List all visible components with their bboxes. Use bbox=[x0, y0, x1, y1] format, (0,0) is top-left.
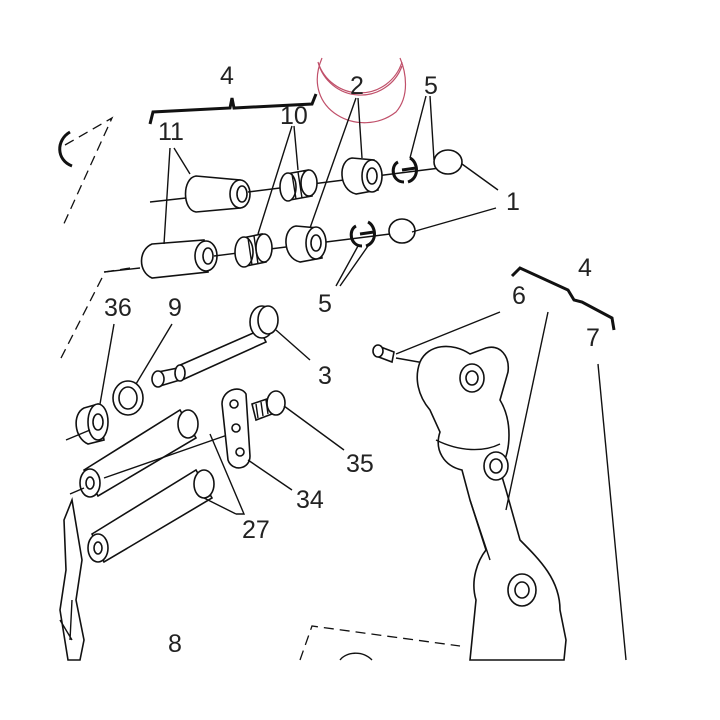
clip-5-upper bbox=[391, 156, 418, 184]
label-part-5-bottom: 5 bbox=[318, 290, 332, 318]
clip-5-lower bbox=[349, 220, 376, 248]
label-part-3: 3 bbox=[318, 362, 332, 390]
leader-36 bbox=[99, 323, 115, 405]
label-part-27: 27 bbox=[242, 516, 270, 544]
cup-2-lower bbox=[285, 225, 327, 263]
axis-line-27-upper bbox=[69, 487, 85, 495]
leader-2 bbox=[309, 97, 363, 229]
frame-dash-line-1 bbox=[61, 116, 114, 229]
bushing-11-lower bbox=[140, 239, 218, 279]
leader-4-right bbox=[505, 311, 549, 511]
label-part-35: 35 bbox=[346, 450, 374, 478]
frame-8 bbox=[59, 497, 85, 661]
pin-6 bbox=[372, 344, 395, 364]
leader-11 bbox=[163, 147, 191, 245]
frame-8-edge bbox=[59, 599, 73, 641]
bracket-7 bbox=[416, 345, 567, 661]
label-part-5-top: 5 bbox=[424, 72, 438, 100]
bottom-part-edge bbox=[339, 652, 373, 661]
leader-27 bbox=[203, 433, 246, 515]
cap-1-lower bbox=[388, 218, 416, 244]
bushing-11-upper bbox=[184, 175, 251, 213]
label-part-11: 11 bbox=[158, 118, 184, 146]
highlight-circle-arc bbox=[316, 57, 407, 124]
label-part-10: 10 bbox=[280, 102, 308, 130]
label-part-2: 2 bbox=[350, 72, 364, 100]
cap-1-upper bbox=[433, 149, 463, 175]
label-part-7: 7 bbox=[586, 324, 600, 352]
label-part-36: 36 bbox=[104, 294, 132, 322]
leader-3 bbox=[275, 329, 311, 361]
label-bracket-4-top: 4 bbox=[220, 62, 234, 90]
axis-line-36 bbox=[65, 429, 91, 441]
leader-35 bbox=[283, 405, 345, 451]
leader-9 bbox=[135, 323, 173, 385]
pin-3 bbox=[151, 305, 279, 388]
label-bracket-4-right: 4 bbox=[578, 254, 592, 282]
axis-line-27-mid bbox=[103, 431, 237, 479]
label-part-6: 6 bbox=[512, 282, 526, 310]
label-part-1: 1 bbox=[506, 188, 520, 216]
leader-7 bbox=[597, 363, 627, 661]
bracket-right bbox=[510, 266, 616, 331]
bracket-top bbox=[148, 93, 318, 125]
label-part-34: 34 bbox=[296, 486, 324, 514]
spring-10-lower bbox=[234, 233, 273, 268]
leader-34 bbox=[247, 459, 293, 491]
frame-dash-bottom bbox=[299, 625, 461, 661]
label-part-9: 9 bbox=[168, 294, 182, 322]
screw-35 bbox=[251, 390, 286, 422]
axis-line-upper-left bbox=[149, 197, 187, 203]
label-part-8: 8 bbox=[168, 630, 182, 658]
bushing-36 bbox=[75, 402, 109, 445]
leader-10 bbox=[257, 125, 299, 235]
ring-part-left bbox=[58, 130, 73, 168]
leader-5-top bbox=[409, 95, 435, 161]
highlight-circle bbox=[317, 61, 403, 96]
cup-2-upper bbox=[341, 157, 383, 195]
leader-5-bottom bbox=[335, 245, 369, 287]
leader-1 bbox=[411, 163, 499, 233]
washer-9 bbox=[112, 380, 144, 416]
plate-34 bbox=[221, 388, 251, 469]
spring-10-upper bbox=[279, 169, 318, 202]
shaft-27-lower bbox=[87, 468, 215, 564]
axis-line-lower-left bbox=[103, 267, 141, 273]
